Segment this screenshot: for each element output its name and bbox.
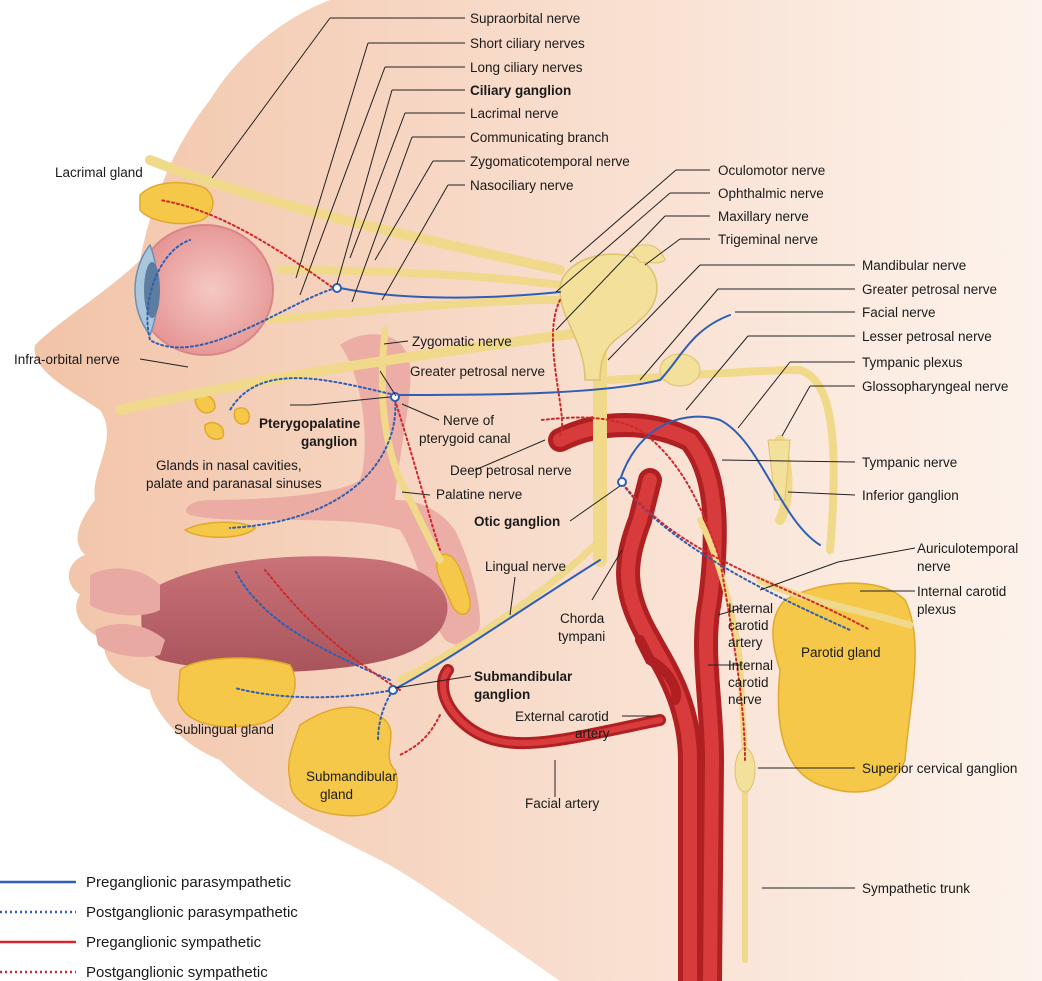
- label-lesser-petrosal-nerve: Lesser petrosal nerve: [862, 329, 992, 344]
- label-submandibular-gland-line1: Submandibular: [306, 769, 397, 784]
- label-internal-carotid-artery-line3: artery: [728, 635, 763, 650]
- label-nerve-pterygoid-canal-line1: Nerve of: [443, 413, 494, 428]
- label-internal-carotid-nerve-line2: carotid: [728, 675, 769, 690]
- label-greater-petrosal-nerve-center: Greater petrosal nerve: [410, 364, 545, 379]
- label-external-carotid-artery-line2: artery: [575, 726, 610, 741]
- label-auriculotemporal-nerve-line2: nerve: [917, 559, 951, 574]
- label-internal-carotid-artery-line1: Internal: [728, 601, 773, 616]
- label-long-ciliary-nerves: Long ciliary nerves: [470, 60, 583, 75]
- label-tympanic-plexus: Tympanic plexus: [862, 355, 963, 370]
- label-internal-carotid-nerve-line3: nerve: [728, 692, 762, 707]
- label-sublingual-gland: Sublingual gland: [174, 722, 274, 737]
- label-internal-carotid-artery-line2: carotid: [728, 618, 769, 633]
- label-internal-carotid-plexus-line2: plexus: [917, 602, 956, 617]
- legend-label: Preganglionic parasympathetic: [86, 874, 292, 891]
- label-supraorbital-nerve: Supraorbital nerve: [470, 11, 580, 26]
- legend-label: Postganglionic sympathetic: [86, 964, 268, 981]
- label-palatine-nerve: Palatine nerve: [436, 487, 522, 502]
- label-parotid-gland: Parotid gland: [801, 645, 881, 660]
- label-otic-ganglion: Otic ganglion: [474, 514, 560, 529]
- label-lacrimal-gland: Lacrimal gland: [55, 165, 143, 180]
- label-zygomatic-nerve: Zygomatic nerve: [412, 334, 512, 349]
- label-submandibular-gland-line2: gland: [320, 787, 353, 802]
- label-lacrimal-nerve: Lacrimal nerve: [470, 106, 559, 121]
- label-greater-petrosal-nerve-right: Greater petrosal nerve: [862, 282, 997, 297]
- legend-item-preganglionic-parasympathetic: Preganglionic parasympathetic: [0, 874, 292, 891]
- label-submandibular-ganglion-line2: ganglion: [474, 687, 530, 702]
- legend-label: Preganglionic sympathetic: [86, 934, 262, 951]
- label-superior-cervical-ganglion: Superior cervical ganglion: [862, 761, 1017, 776]
- label-sympathetic-trunk: Sympathetic trunk: [862, 881, 970, 896]
- label-oculomotor-nerve: Oculomotor nerve: [718, 163, 825, 178]
- label-pterygopalatine-ganglion-line2: ganglion: [301, 434, 357, 449]
- label-chorda-tympani-line1: Chorda: [560, 611, 605, 626]
- label-infraorbital-nerve: Infra-orbital nerve: [14, 352, 120, 367]
- label-facial-nerve: Facial nerve: [862, 305, 936, 320]
- label-trigeminal-nerve: Trigeminal nerve: [718, 232, 818, 247]
- legend-item-postganglionic-parasympathetic: Postganglionic parasympathetic: [0, 904, 298, 921]
- label-pterygopalatine-ganglion-line1: Pterygopalatine: [259, 416, 361, 431]
- label-submandibular-ganglion-line1: Submandibular: [474, 669, 573, 684]
- label-glands-nasal-line1: Glands in nasal cavities,: [156, 458, 302, 473]
- label-zygomaticotemporal-nerve: Zygomaticotemporal nerve: [470, 154, 630, 169]
- legend-item-postganglionic-sympathetic: Postganglionic sympathetic: [0, 964, 268, 981]
- label-tympanic-nerve: Tympanic nerve: [862, 455, 957, 470]
- legend: Preganglionic parasympathetic Postgangli…: [0, 874, 298, 981]
- label-glossopharyngeal-nerve: Glossopharyngeal nerve: [862, 379, 1008, 394]
- geniculate-bulge: [660, 354, 700, 386]
- label-glands-nasal-line2: palate and paranasal sinuses: [146, 476, 322, 491]
- label-facial-artery: Facial artery: [525, 796, 600, 811]
- label-mandibular-nerve: Mandibular nerve: [862, 258, 966, 273]
- label-inferior-ganglion: Inferior ganglion: [862, 488, 959, 503]
- label-ciliary-ganglion: Ciliary ganglion: [470, 83, 571, 98]
- legend-label: Postganglionic parasympathetic: [86, 904, 298, 921]
- legend-item-preganglionic-sympathetic: Preganglionic sympathetic: [0, 934, 262, 951]
- label-ophthalmic-nerve: Ophthalmic nerve: [718, 186, 824, 201]
- label-nasociliary-nerve: Nasociliary nerve: [470, 178, 574, 193]
- label-external-carotid-artery-line1: External carotid: [515, 709, 609, 724]
- label-communicating-branch: Communicating branch: [470, 130, 609, 145]
- label-internal-carotid-nerve-line1: Internal: [728, 658, 773, 673]
- label-auriculotemporal-nerve-line1: Auriculotemporal: [917, 541, 1018, 556]
- label-deep-petrosal-nerve: Deep petrosal nerve: [450, 463, 572, 478]
- label-lingual-nerve: Lingual nerve: [485, 559, 566, 574]
- label-short-ciliary-nerves: Short ciliary nerves: [470, 36, 585, 51]
- label-internal-carotid-plexus-line1: Internal carotid: [917, 584, 1006, 599]
- label-maxillary-nerve: Maxillary nerve: [718, 209, 809, 224]
- label-chorda-tympani-line2: tympani: [558, 629, 605, 644]
- label-nerve-pterygoid-canal-line2: pterygoid canal: [419, 431, 511, 446]
